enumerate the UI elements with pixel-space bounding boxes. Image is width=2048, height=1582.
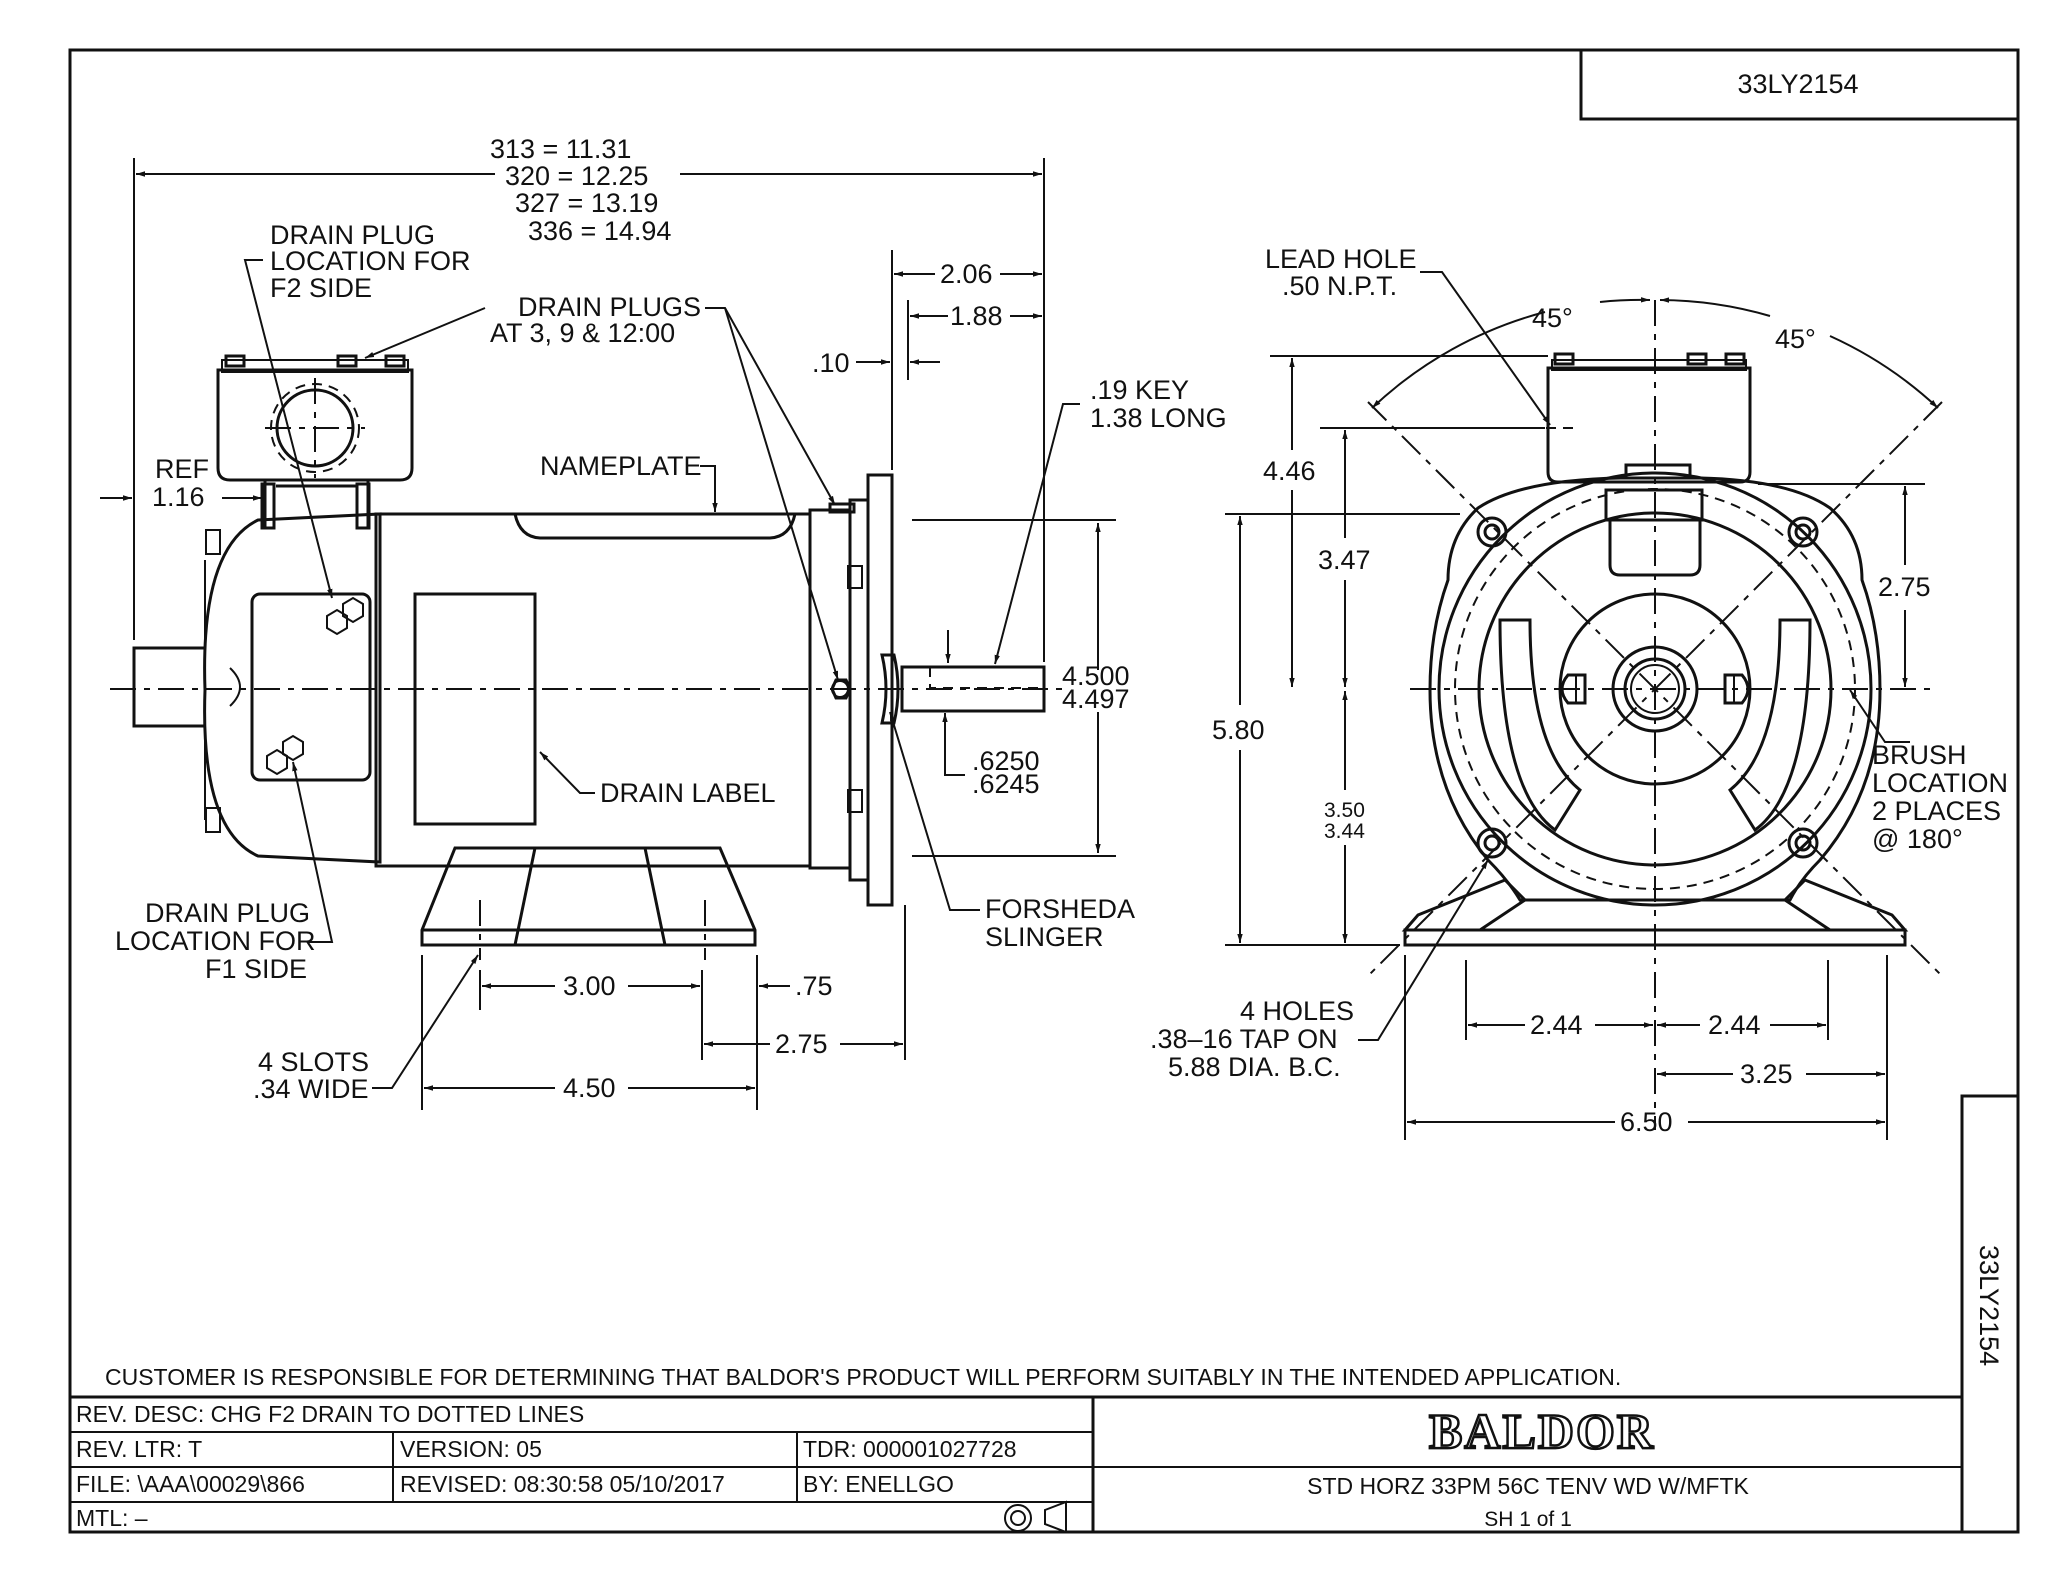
nameplate-callout: NAMEPLATE [540, 451, 718, 512]
svg-text:DRAIN LABEL: DRAIN LABEL [600, 778, 776, 808]
svg-text:3.44: 3.44 [1324, 820, 1365, 843]
drawing-border [68, 48, 2020, 1534]
tdr: TDR: 000001027728 [803, 1436, 1017, 1462]
svg-text:.10: .10 [812, 348, 850, 378]
holes-callout: 4 HOLES .38–16 TAP ON 5.88 DIA. B.C. [1150, 859, 1489, 1082]
svg-text:2.75: 2.75 [775, 1029, 828, 1059]
ref-dimension: REF 1.16 [100, 454, 262, 512]
svg-text:LOCATION FOR: LOCATION FOR [270, 246, 471, 276]
conduit-box [216, 368, 414, 482]
svg-text:4 HOLES: 4 HOLES [1240, 996, 1354, 1026]
svg-text:4.500: 4.500 [1062, 661, 1130, 691]
drain-access-box [250, 592, 372, 782]
svg-text:F2 SIDE: F2 SIDE [270, 273, 372, 303]
svg-text:DRAIN PLUG: DRAIN PLUG [145, 898, 310, 928]
svg-text:6.50: 6.50 [1620, 1107, 1673, 1137]
end-vertical-dimensions: 4.46 3.47 3.50 3.44 5.80 2.75 [1212, 355, 1931, 946]
slinger-callout: FORSHEDA SLINGER [889, 711, 1135, 952]
drawing-number-box [1579, 48, 2020, 121]
svg-text:4.497: 4.497 [1062, 684, 1130, 714]
disclaimer: CUSTOMER IS RESPONSIBLE FOR DETERMINING … [105, 1364, 1621, 1390]
svg-text:336 = 14.94: 336 = 14.94 [528, 216, 671, 246]
svg-text:AT 3, 9 & 12:00: AT 3, 9 & 12:00 [490, 318, 675, 348]
svg-text:.6245: .6245 [972, 769, 1040, 799]
sheet-number: SH 1 of 1 [1484, 1508, 1572, 1531]
lead-hole-callout: LEAD HOLE .50 N.P.T. [1265, 244, 1551, 426]
svg-text:2.44: 2.44 [1708, 1010, 1761, 1040]
svg-text:LOCATION FOR: LOCATION FOR [115, 926, 316, 956]
svg-text:.75: .75 [795, 971, 833, 1001]
side-drawing-number: 33LY2154 [1974, 1245, 2004, 1366]
svg-text:327 = 13.19: 327 = 13.19 [515, 188, 658, 218]
svg-text:1.88: 1.88 [950, 301, 1003, 331]
svg-text:NAMEPLATE: NAMEPLATE [540, 451, 702, 481]
svg-text:4.50: 4.50 [563, 1073, 616, 1103]
drain-plug-f2-callout: DRAIN PLUG LOCATION FOR F2 SIDE [243, 220, 471, 599]
end-horizontal-dimensions: 2.44 2.44 3.25 6.50 [1404, 955, 1888, 1140]
drain-plugs-callout: DRAIN PLUGS AT 3, 9 & 12:00 [364, 292, 839, 681]
drain-label-callout: DRAIN LABEL [539, 751, 776, 808]
rear-stub [132, 646, 205, 728]
brush-callout: BRUSH LOCATION 2 PLACES @ 180° [1849, 689, 2008, 854]
file: FILE: \AAA\00029\866 [76, 1471, 305, 1497]
drain-plug-f1-callout: DRAIN PLUG LOCATION FOR F1 SIDE [115, 761, 334, 984]
angle-right: 45° [1775, 324, 1816, 354]
pilot-diameter-dimension: 4.500 4.497 [912, 519, 1130, 857]
svg-text:320 = 12.25: 320 = 12.25 [505, 161, 648, 191]
slots-callout: 4 SLOTS .34 WIDE [253, 954, 479, 1104]
svg-text:DRAIN PLUGS: DRAIN PLUGS [518, 292, 701, 322]
svg-text:LOCATION: LOCATION [1872, 768, 2008, 798]
svg-text:1.16: 1.16 [152, 482, 205, 512]
svg-text:5.88 DIA. B.C.: 5.88 DIA. B.C. [1168, 1052, 1341, 1082]
title-block: REV. DESC: CHG F2 DRAIN TO DOTTED LINES … [70, 1395, 1962, 1534]
drawing-number: 33LY2154 [1737, 69, 1858, 99]
svg-text:2 PLACES: 2 PLACES [1872, 796, 2001, 826]
svg-text:@ 180°: @ 180° [1872, 824, 1963, 854]
version: VERSION: 05 [400, 1436, 542, 1462]
by: BY: ENELLGO [803, 1471, 954, 1497]
side-number-box [1960, 1094, 2020, 1534]
shaft-diameter-dimension: .6250 .6245 [942, 713, 1040, 799]
svg-text:4.46: 4.46 [1263, 456, 1316, 486]
bolt-holes [1476, 516, 1819, 859]
svg-text:.19 KEY: .19 KEY [1090, 375, 1189, 405]
rev-desc: REV. DESC: CHG F2 DRAIN TO DOTTED LINES [76, 1401, 584, 1427]
svg-text:.50 N.P.T.: .50 N.P.T. [1282, 271, 1397, 301]
svg-text:.38–16 TAP ON: .38–16 TAP ON [1150, 1024, 1338, 1054]
svg-text:2.75: 2.75 [1878, 572, 1931, 602]
end-conduit-box [1546, 366, 1752, 484]
angle-left: 45° [1532, 303, 1573, 333]
flange-dimensions: 2.06 1.88 .10 [812, 250, 1042, 470]
svg-text:BRUSH: BRUSH [1872, 740, 1967, 770]
svg-text:DRAIN PLUG: DRAIN PLUG [270, 220, 435, 250]
svg-text:313 = 11.31: 313 = 11.31 [490, 134, 631, 164]
svg-text:FORSHEDA: FORSHEDA [985, 894, 1135, 924]
drawing-description: STD HORZ 33PM 56C TENV WD W/MFTK [1307, 1473, 1749, 1499]
svg-text:LEAD HOLE: LEAD HOLE [1265, 244, 1417, 274]
svg-text:1.38 LONG: 1.38 LONG [1090, 403, 1227, 433]
svg-text:F1 SIDE: F1 SIDE [205, 954, 307, 984]
svg-text:3.47: 3.47 [1318, 545, 1371, 575]
svg-text:2.06: 2.06 [940, 259, 993, 289]
svg-text:4 SLOTS: 4 SLOTS [258, 1047, 369, 1077]
svg-text:3.00: 3.00 [563, 971, 616, 1001]
svg-text:3.50: 3.50 [1324, 799, 1365, 822]
svg-text:.6250: .6250 [972, 746, 1040, 776]
baldor-logo: BALDOR [1429, 1403, 1655, 1459]
svg-text:5.80: 5.80 [1212, 715, 1265, 745]
svg-text:2.44: 2.44 [1530, 1010, 1583, 1040]
mtl: MTL: – [76, 1505, 148, 1531]
svg-text:3.25: 3.25 [1740, 1059, 1793, 1089]
revised: REVISED: 08:30:58 05/10/2017 [400, 1471, 725, 1497]
base-dimensions: 3.00 .75 2.75 4.50 [421, 905, 906, 1110]
drain-label-plate [413, 592, 537, 826]
projection-symbol [1004, 1504, 1032, 1532]
svg-text:.34 WIDE: .34 WIDE [253, 1074, 369, 1104]
overall-length-dimension: 313 = 11.31 320 = 12.25 327 = 13.19 336 … [133, 134, 1045, 662]
rev-ltr: REV. LTR: T [76, 1436, 202, 1462]
svg-text:SLINGER: SLINGER [985, 922, 1104, 952]
svg-text:REF: REF [155, 454, 209, 484]
key-callout: .19 KEY 1.38 LONG [945, 375, 1227, 665]
